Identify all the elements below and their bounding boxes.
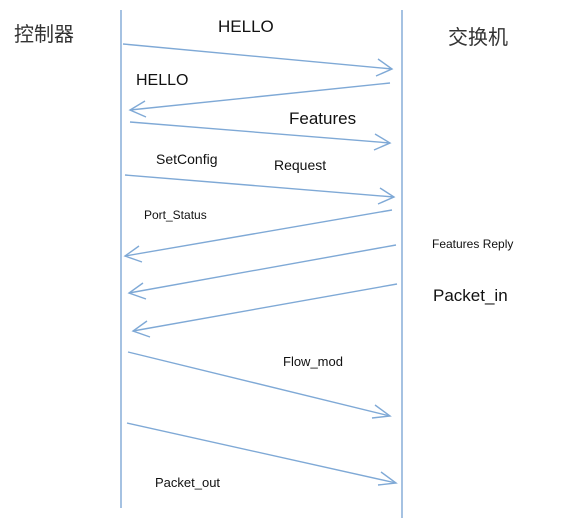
message-label-features-reply: Features Reply	[432, 237, 514, 251]
message-label-hello-request: HELLO	[218, 17, 274, 36]
message-label-flow-mod: Flow_mod	[283, 354, 343, 369]
controller-node-label: 控制器	[14, 22, 74, 46]
arrow-packet-in	[131, 283, 398, 338]
arrow-features-reply	[127, 244, 397, 300]
arrow-port-status	[123, 209, 393, 263]
arrow-hello-request	[122, 43, 394, 77]
arrow-setconfig	[124, 174, 396, 205]
message-label-packet-in: Packet_in	[433, 286, 508, 305]
message-label-hello-reply: HELLO	[136, 72, 189, 89]
arrow-packet-out	[126, 422, 398, 486]
message-label-port-status: Port_Status	[144, 208, 207, 222]
message-label-features: Features	[289, 109, 357, 128]
arrow-hello-reply	[128, 82, 391, 118]
switch-node-label: 交换机	[448, 25, 508, 49]
message-label-packet-out: Packet_out	[155, 475, 221, 490]
message-label-request: Request	[274, 157, 327, 173]
message-label-setconfig: SetConfig	[156, 151, 218, 167]
arrow-flow-mod	[127, 351, 392, 419]
arrow-features-request	[129, 121, 392, 151]
